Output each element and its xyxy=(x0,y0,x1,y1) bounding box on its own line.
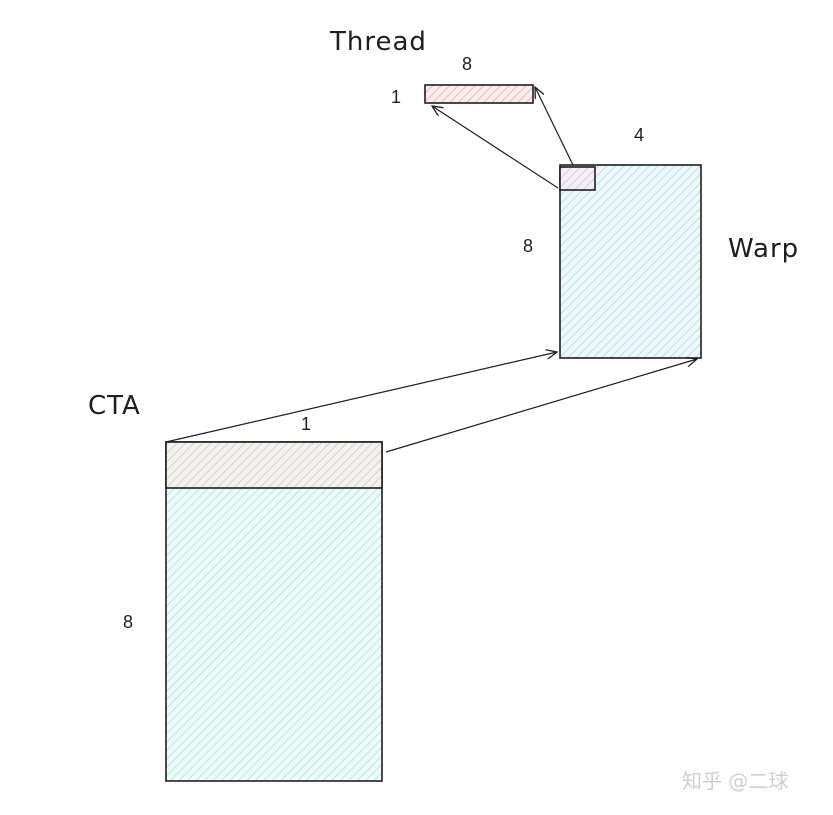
thread-width-label: 8 xyxy=(462,54,472,74)
cta-width-label: 1 xyxy=(301,414,311,434)
watermark: 知乎 @二球 xyxy=(682,769,788,793)
cta-block: CTA 1 8 xyxy=(88,391,383,782)
warp-thread-cell xyxy=(559,166,596,191)
cta-rect xyxy=(165,441,383,782)
warp-height-label: 8 xyxy=(523,236,533,256)
warp-width-label: 4 xyxy=(634,125,644,145)
arrow-cta-to-warp-left xyxy=(165,352,557,443)
warp-rect xyxy=(559,164,702,359)
thread-rect xyxy=(424,84,534,104)
cta-height-label: 8 xyxy=(123,612,133,632)
cta-warp-row xyxy=(165,441,383,489)
arrow-cta-to-warp-right xyxy=(385,359,697,453)
thread-height-label: 1 xyxy=(391,87,401,107)
cta-label: CTA xyxy=(88,391,141,421)
arrow-warp-to-thread-left xyxy=(432,106,559,189)
warp-label: Warp xyxy=(728,234,799,264)
thread-block: Thread 8 1 xyxy=(329,27,534,107)
warp-block: 4 8 Warp xyxy=(523,125,799,359)
thread-label: Thread xyxy=(329,27,427,57)
arrow-warp-to-thread-right xyxy=(535,87,574,166)
